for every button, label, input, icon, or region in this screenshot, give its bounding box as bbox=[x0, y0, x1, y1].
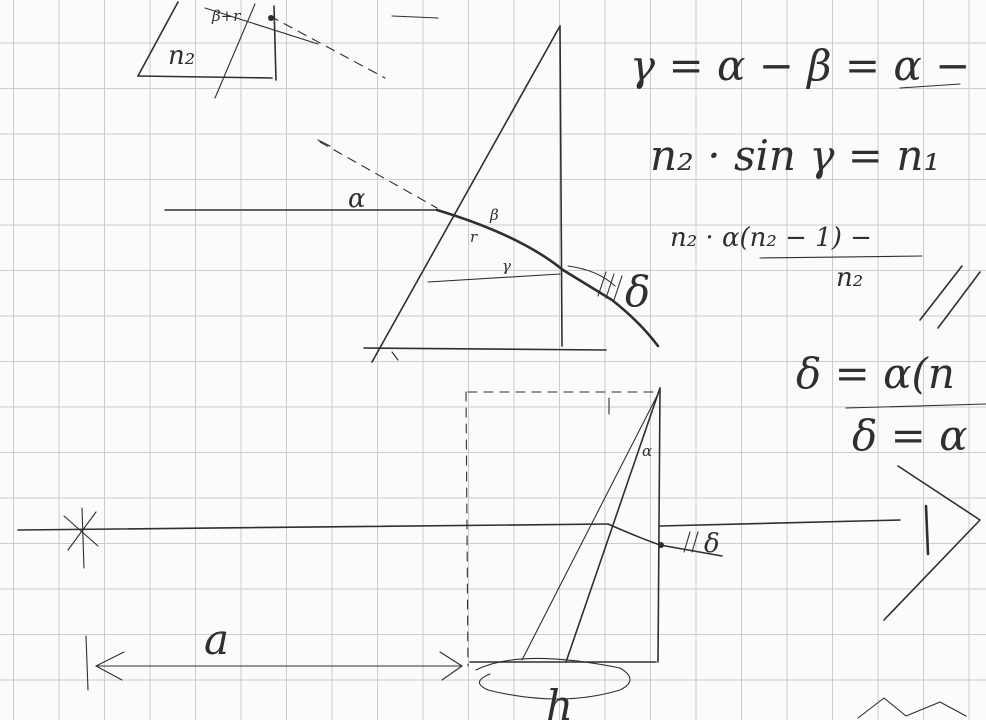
exit-point-dot bbox=[658, 542, 664, 548]
dimension-a-tick-left bbox=[85, 635, 89, 691]
label-h: h bbox=[546, 681, 573, 720]
prism-vertical-face bbox=[559, 25, 563, 347]
label-gamma: γ bbox=[502, 257, 511, 275]
label-a: a bbox=[204, 615, 229, 664]
equation-3-denominator: n₂ bbox=[836, 263, 863, 293]
axis-to-eye bbox=[659, 519, 901, 527]
label-alpha-2: α bbox=[642, 442, 652, 460]
inset-label-top: β+r bbox=[211, 7, 241, 25]
label-delta-1: δ bbox=[625, 267, 650, 316]
eye-outline bbox=[883, 465, 981, 621]
lower-setup: a h α δ bbox=[17, 351, 901, 720]
thin-prism-hypotenuse bbox=[565, 387, 661, 663]
large-prism: α β r γ δ bbox=[164, 25, 660, 363]
parallel-mark-2 bbox=[683, 531, 699, 553]
prism-base bbox=[363, 347, 607, 351]
inset-vertex-dot bbox=[268, 15, 274, 21]
inset-stroke-top bbox=[391, 15, 439, 19]
inset-label-n2: n₂ bbox=[168, 41, 195, 71]
inset-normal-line bbox=[269, 15, 386, 79]
parallel-big bbox=[919, 265, 981, 329]
equations: γ = α − β = α − n₂ · sin γ = n₁ n₂ · α(n… bbox=[630, 41, 986, 719]
eye-pupil bbox=[924, 504, 930, 556]
equation-1: γ = α − β = α − bbox=[630, 41, 970, 90]
inset-prism-left-edge bbox=[137, 1, 179, 77]
label-alpha-1: α bbox=[348, 184, 366, 214]
equation-3: n₂ · α(n₂ − 1) − bbox=[670, 223, 872, 253]
equation-5: δ = α bbox=[852, 411, 968, 460]
prism-hypotenuse bbox=[371, 25, 561, 363]
equation-4-underline bbox=[845, 403, 986, 409]
scribble-bottom bbox=[857, 697, 967, 719]
inset-prism-right-edge bbox=[273, 5, 277, 81]
dimension-a-arrow-left bbox=[95, 651, 125, 681]
equation-2: n₂ · sin γ = n₁ bbox=[650, 131, 940, 180]
horizontal-reference bbox=[427, 273, 561, 283]
thin-prism-face bbox=[657, 387, 661, 663]
angle-arc-exit bbox=[567, 265, 616, 287]
refracted-ray bbox=[435, 208, 660, 348]
eye-symbol bbox=[883, 465, 981, 621]
sparkle bbox=[391, 351, 399, 361]
label-beta: β bbox=[489, 206, 499, 224]
equation-3-fraction-bar bbox=[759, 255, 923, 259]
inset-ray-a bbox=[204, 7, 319, 45]
inset-ray-b bbox=[214, 3, 256, 99]
thin-prism-second-line bbox=[521, 389, 661, 661]
source-star bbox=[63, 507, 99, 569]
label-r: r bbox=[470, 228, 478, 246]
equation-1-underline bbox=[899, 83, 961, 89]
inset-prism: β+r n₂ bbox=[137, 1, 439, 99]
optical-axis bbox=[17, 523, 609, 531]
normal-dashed bbox=[319, 141, 438, 209]
dash-mark-top bbox=[317, 139, 331, 147]
label-delta-2: δ bbox=[704, 529, 720, 559]
parallel-mark-1 bbox=[597, 271, 623, 301]
dimension-h-loop bbox=[475, 657, 631, 700]
inset-prism-base bbox=[137, 75, 273, 79]
projection-dashed-vertical bbox=[465, 391, 469, 667]
equation-4: δ = α(n bbox=[796, 349, 955, 398]
dimension-a-arrow-right bbox=[439, 651, 463, 681]
